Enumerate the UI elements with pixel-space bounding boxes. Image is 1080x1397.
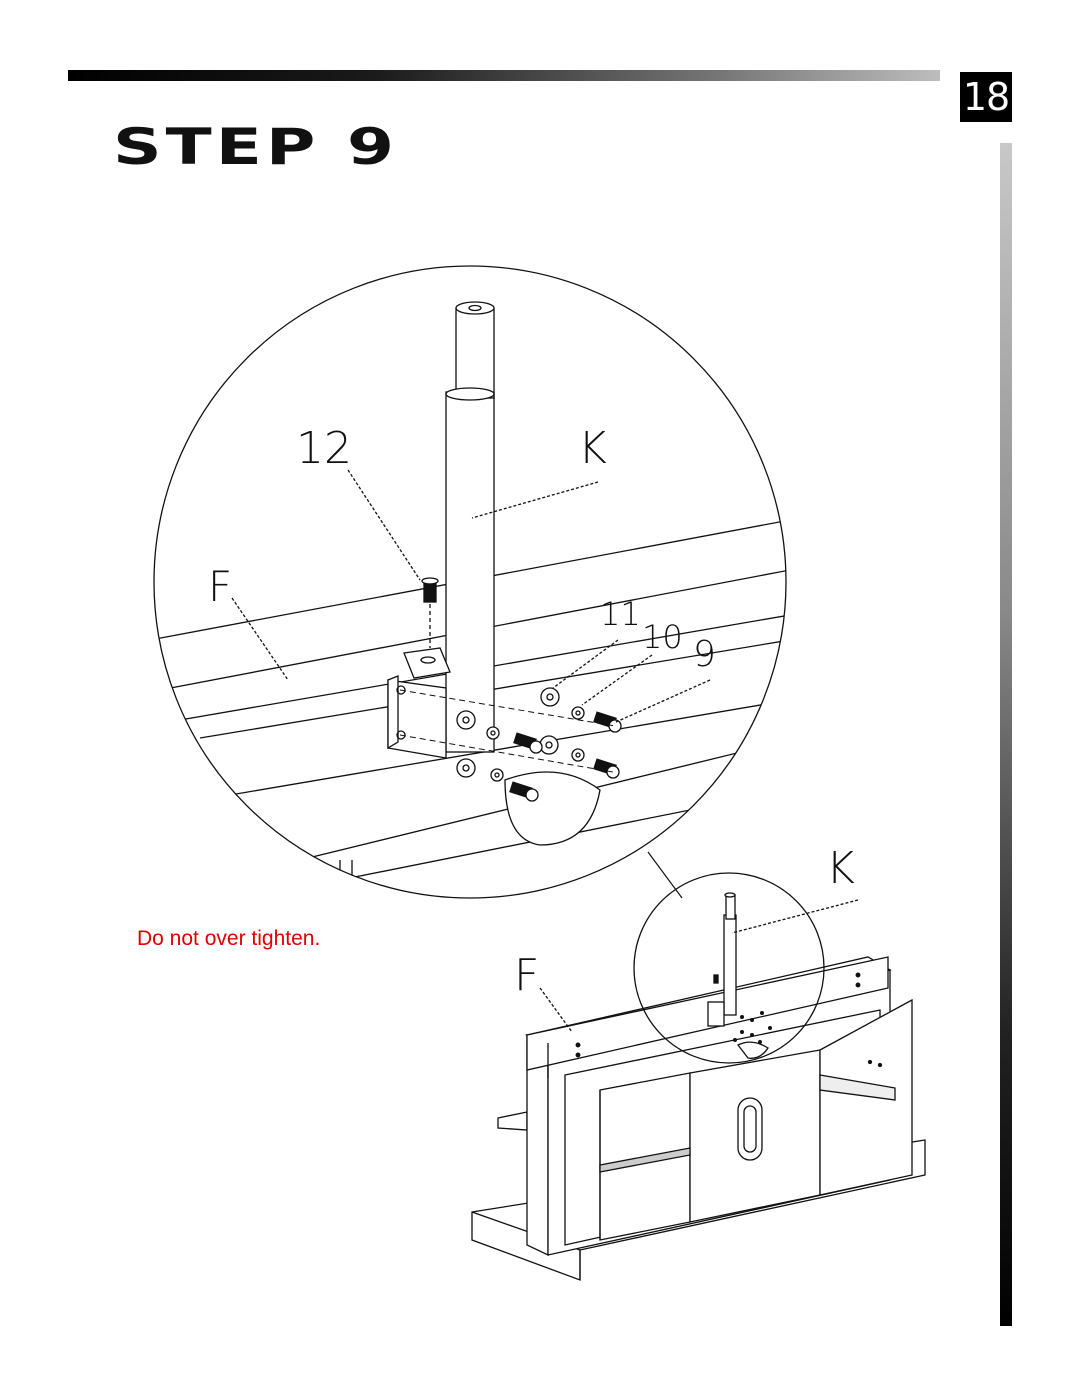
overview-drawing — [471, 872, 926, 1281]
label-washer-9: 9 — [693, 634, 716, 675]
label-bolt-11: 11 — [600, 595, 641, 633]
detail-view — [153, 265, 787, 899]
label-overview-k: K — [826, 843, 855, 894]
step-title: STEP 9 — [113, 118, 399, 176]
caution-note: Do not over tighten. — [137, 927, 321, 950]
page-number: 18 — [960, 72, 1012, 122]
header-rule — [68, 70, 940, 81]
label-overview-f: F — [514, 950, 540, 1001]
label-frame-f: F — [208, 562, 233, 611]
label-post-k: K — [578, 423, 607, 474]
side-rule — [1000, 143, 1012, 1326]
label-washer-10: 10 — [642, 618, 683, 656]
label-screw-12: 12 — [296, 423, 352, 474]
